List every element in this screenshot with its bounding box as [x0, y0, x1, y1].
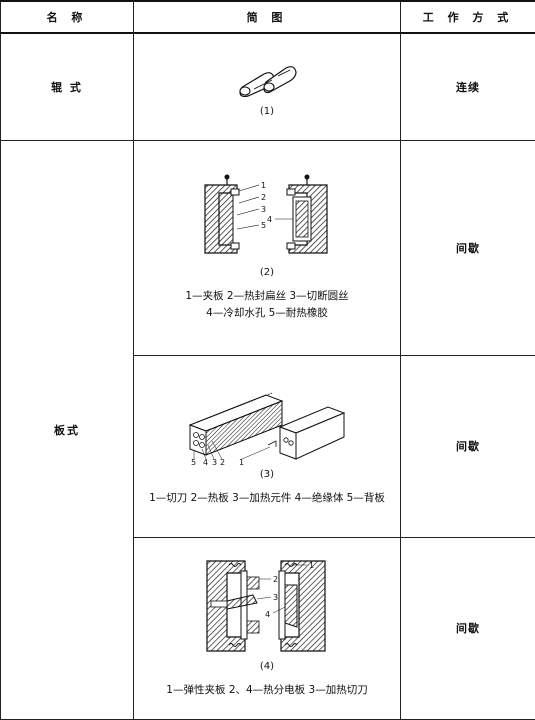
legend-4: 1—弹性夹板 2、4—热分电板 3—加热切刀 — [134, 682, 400, 699]
header-mode: 工 作 方 式 — [401, 1, 535, 33]
row-mode-plate-2: 间歇 — [401, 140, 535, 355]
elastic-clamp-diagram: 1 2 3 4 — [197, 557, 337, 657]
figure-caption-4: (4) — [134, 661, 400, 672]
diagram-cell-3: 5 4 3 2 1 (3) 1—切刀 2—热板 3—加热元件 4—绝缘体 5—背… — [134, 355, 401, 537]
legend-2: 1—夹板 2—热封扁丝 3—切断圆丝 4—冷却水孔 5—耐热橡胶 — [134, 288, 400, 322]
callout-4-3: 3 — [273, 593, 278, 602]
clamp-plate-diagram: 1 2 3 4 5 — [197, 173, 337, 263]
callout-2-1: 1 — [261, 181, 266, 190]
diagram-cell-4: 1 2 3 4 (4) 1—弹性夹板 2、4—热分电板 3—加热切刀 — [134, 537, 401, 719]
row-name-roller: 辊 式 — [1, 33, 134, 140]
callout-2-2: 2 — [261, 193, 266, 202]
callout-3-4: 4 — [203, 458, 208, 465]
callout-2-4: 4 — [267, 215, 272, 224]
figure-caption-3: (3) — [134, 469, 400, 480]
legend-2-line-2: 4—冷却水孔 5—耐热橡胶 — [206, 307, 328, 319]
callout-2-5: 5 — [261, 221, 266, 230]
diagram-cell-2: 1 2 3 4 5 (2) 1—夹板 2—热封扁丝 3—切断圆丝 4—冷却水孔 … — [134, 140, 401, 355]
table-row-roller: 辊 式 (1) 连续 — [1, 33, 535, 140]
callout-3-5: 5 — [191, 458, 196, 465]
row-mode-plate-3: 间歇 — [401, 355, 535, 537]
table-row-plate-2: 板式 — [1, 140, 535, 355]
header-row: 名 称 简 图 工 作 方 式 — [1, 1, 535, 33]
figure-caption-1: (1) — [134, 106, 400, 117]
figure-caption-2: (2) — [134, 267, 400, 278]
diagram-cell-1: (1) — [134, 33, 401, 140]
row-name-plate: 板式 — [1, 140, 134, 719]
callout-3-1: 1 — [239, 458, 244, 465]
callout-4-4: 4 — [265, 610, 270, 619]
callout-2-3: 3 — [261, 205, 266, 214]
header-diagram: 简 图 — [134, 1, 401, 33]
callout-3-3: 3 — [212, 458, 217, 465]
document-page: 名 称 简 图 工 作 方 式 辊 式 (1) 连续 — [0, 0, 535, 700]
row-mode-plate-4: 间歇 — [401, 537, 535, 719]
legend-2-line-1: 1—夹板 2—热封扁丝 3—切断圆丝 — [185, 290, 348, 302]
callout-3-2: 2 — [220, 458, 225, 465]
header-name: 名 称 — [1, 1, 134, 33]
legend-4-line-1: 1—弹性夹板 2、4—热分电板 3—加热切刀 — [166, 684, 367, 696]
heated-plate-diagram: 5 4 3 2 1 — [182, 385, 352, 465]
callout-4-2: 2 — [273, 575, 278, 584]
legend-3: 1—切刀 2—热板 3—加热元件 4—绝缘体 5—背板 — [134, 490, 400, 507]
legend-3-line-1: 1—切刀 2—热板 3—加热元件 4—绝缘体 5—背板 — [149, 492, 385, 504]
roller-diagram — [232, 56, 302, 102]
callout-4-1: 1 — [309, 561, 314, 570]
row-mode-roller: 连续 — [401, 33, 535, 140]
